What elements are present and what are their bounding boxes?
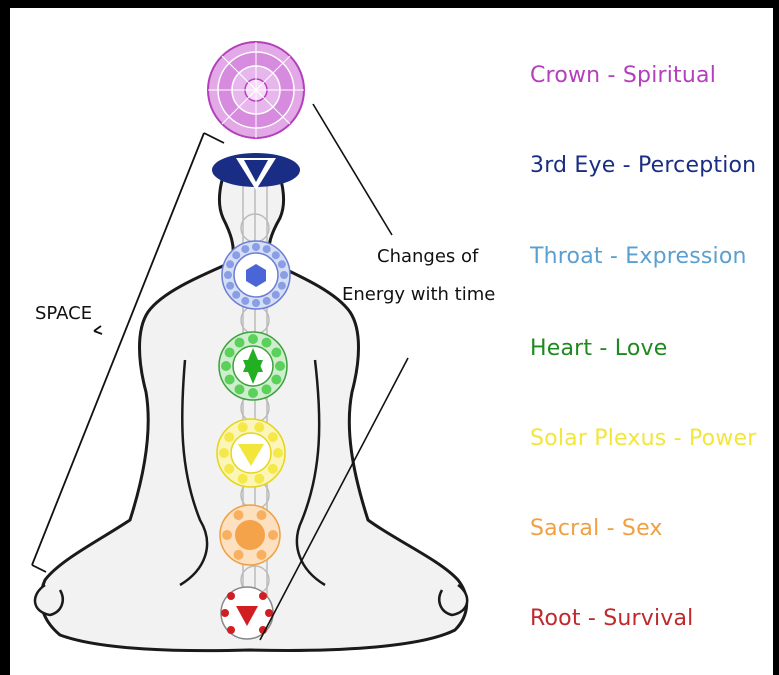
throat-petal-dot — [280, 271, 288, 279]
throat-chakra-icon — [222, 241, 290, 309]
throat-petal-dot — [224, 271, 232, 279]
throat-label: Throat - Expression — [530, 244, 747, 269]
heart-petal-dot — [225, 348, 235, 358]
heart-petal-dot — [235, 338, 245, 348]
heart-petal-dot — [262, 338, 272, 348]
throat-meaning: Expression — [625, 244, 746, 269]
meditating-figure — [41, 160, 467, 651]
solar-plexus-name: Solar Plexus — [530, 426, 666, 451]
throat-petal-dot — [272, 291, 280, 299]
changes-annotation-line2: Energy with time — [342, 284, 495, 305]
sacral-petal-dot — [257, 550, 267, 560]
sacral-petal-dot — [268, 530, 278, 540]
throat-name: Throat — [530, 244, 603, 269]
heart-petal-dot — [248, 388, 258, 398]
throat-petal-dot — [241, 245, 249, 253]
throat-petal-dot — [232, 251, 240, 259]
solar-petal-dot — [268, 464, 278, 474]
solar-plexus-meaning: Power — [689, 426, 757, 451]
crown-label: Crown - Spiritual — [530, 63, 716, 88]
crown-chakra-icon — [208, 42, 304, 138]
throat-petal-dot — [252, 243, 260, 251]
heart-petal-dot — [221, 361, 231, 371]
heart-meaning: Love — [615, 336, 668, 361]
changes-annotation-line1: Changes of — [377, 246, 478, 267]
sacral-name: Sacral — [530, 516, 599, 541]
throat-petal-dot — [226, 282, 234, 290]
solar-petal-dot — [238, 422, 248, 432]
solar-petal-dot — [224, 432, 234, 442]
sacral-meaning: Sex — [622, 516, 663, 541]
heart-name: Heart — [530, 336, 592, 361]
solar-petal-dot — [254, 474, 264, 484]
solar-plexus-label: Solar Plexus - Power — [530, 426, 756, 451]
throat-petal-dot — [263, 297, 271, 305]
throat-petal-dot — [241, 297, 249, 305]
solar-plexus-chakra-icon — [217, 419, 285, 487]
heart-petal-dot — [225, 375, 235, 385]
solar-petal-dot — [254, 422, 264, 432]
third-eye-name: 3rd Eye — [530, 153, 615, 178]
heart-label: Heart - Love — [530, 336, 667, 361]
throat-petal-dot — [278, 282, 286, 290]
root-label: Root - Survival — [530, 606, 694, 631]
heart-petal-dot — [271, 348, 281, 358]
heart-petal-dot — [235, 384, 245, 394]
throat-petal-dot — [272, 251, 280, 259]
sacral-petal-dot — [222, 530, 232, 540]
heart-chakra-icon — [219, 332, 287, 400]
crown-name: Crown — [530, 63, 600, 88]
heart-petal-dot — [271, 375, 281, 385]
sacral-petal-dot — [257, 510, 267, 520]
root-name: Root — [530, 606, 581, 631]
third-eye-label: 3rd Eye - Perception — [530, 153, 756, 178]
heart-petal-dot — [262, 384, 272, 394]
third-eye-meaning: Perception — [638, 153, 756, 178]
solar-petal-dot — [238, 474, 248, 484]
throat-petal-dot — [263, 245, 271, 253]
crown-meaning: Spiritual — [623, 63, 716, 88]
solar-petal-dot — [268, 432, 278, 442]
solar-petal-dot — [224, 464, 234, 474]
sacral-chakra-icon — [220, 505, 280, 565]
throat-petal-dot — [252, 299, 260, 307]
space-annotation: SPACE — [35, 303, 92, 324]
heart-petal-dot — [275, 361, 285, 371]
solar-petal-dot — [273, 448, 283, 458]
solar-petal-dot — [219, 448, 229, 458]
root-meaning: Survival — [603, 606, 693, 631]
throat-petal-dot — [226, 260, 234, 268]
sacral-label: Sacral - Sex — [530, 516, 663, 541]
throat-petal-dot — [278, 260, 286, 268]
sacral-petal-dot — [234, 510, 244, 520]
throat-petal-dot — [232, 291, 240, 299]
sacral-petal-dot — [234, 550, 244, 560]
heart-petal-dot — [248, 334, 258, 344]
